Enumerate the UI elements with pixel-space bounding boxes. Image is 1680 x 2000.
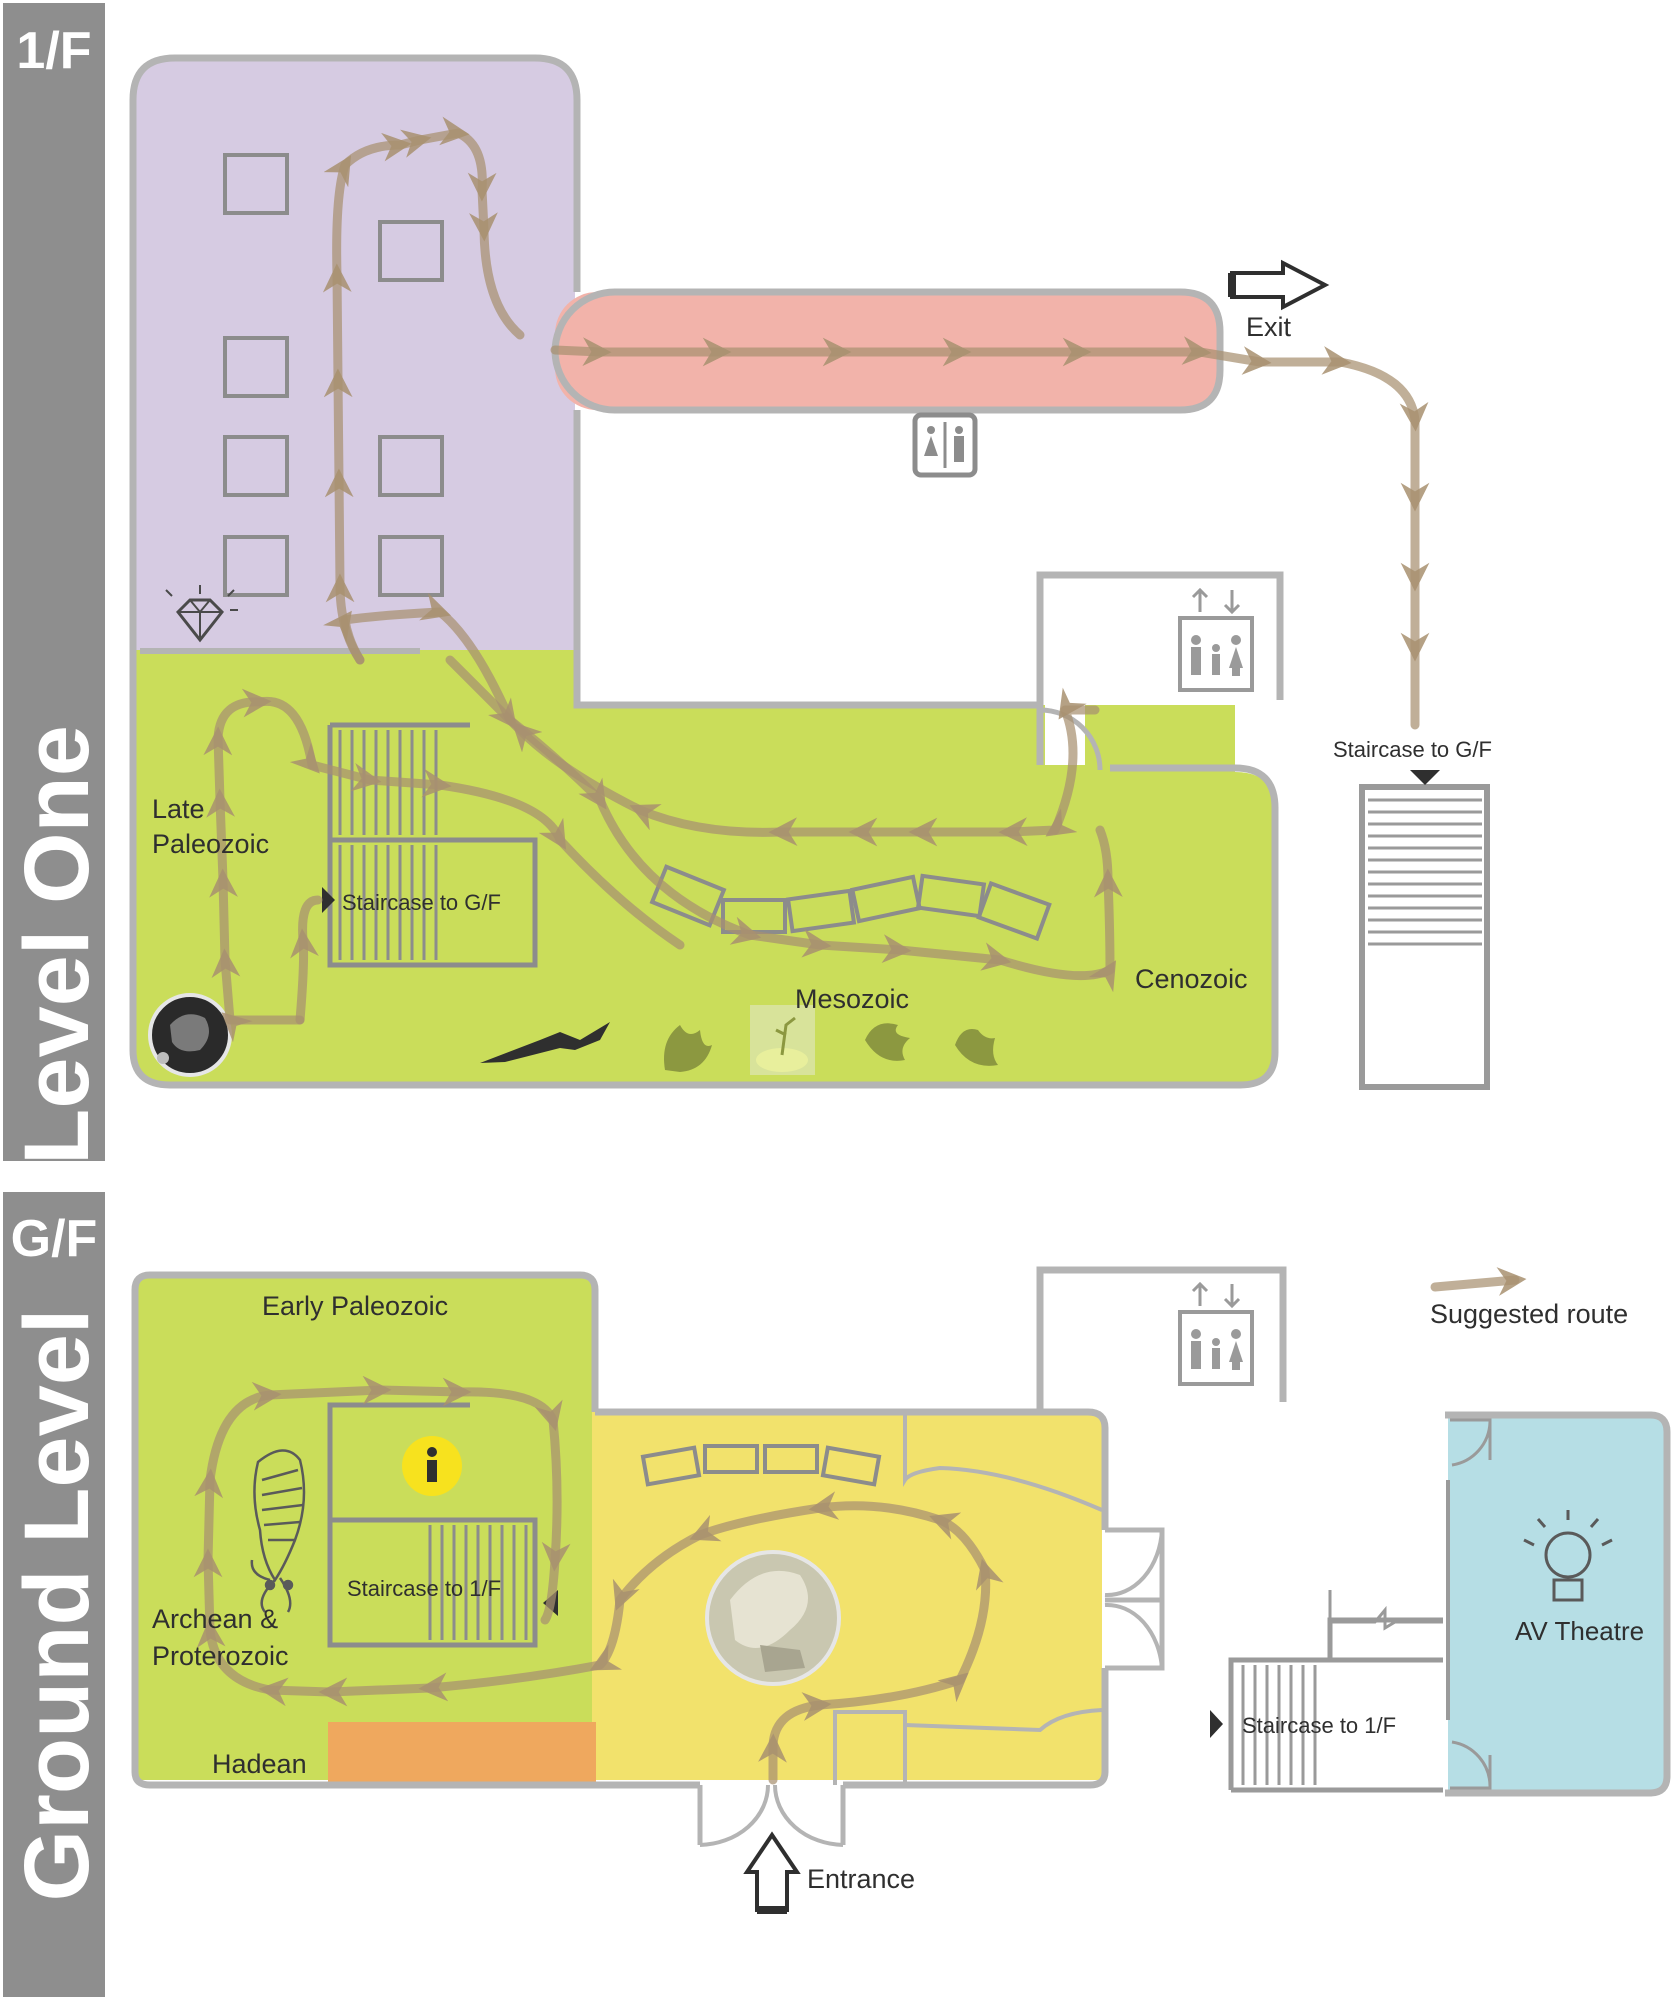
- lift-icon: [1178, 587, 1254, 692]
- level-one-plan: Late Paleozoic Mesozoic Cenozoic Stairca…: [129, 54, 1492, 1090]
- late-paleozoic-label-line2: Paleozoic: [152, 829, 269, 859]
- purple-gallery-zone: [133, 58, 575, 650]
- stair-marker-icon: [1210, 1710, 1223, 1738]
- staircase-outer-ground-label: Staircase to 1/F: [1242, 1713, 1396, 1738]
- exit-label: Exit: [1246, 312, 1292, 342]
- lift-icon: [1178, 1281, 1254, 1386]
- staircase-outer-ground: [1210, 1590, 1443, 1793]
- cenozoic-label: Cenozoic: [1135, 964, 1248, 994]
- legend-route-sample: [1430, 1267, 1527, 1296]
- dinosaur-egg-icon: [750, 1005, 815, 1075]
- projector-icon: [1523, 1510, 1613, 1602]
- mesozoic-label: Mesozoic: [795, 984, 909, 1014]
- archean-label-line2: Proterozoic: [152, 1641, 289, 1671]
- suggested-route-level-one: [203, 116, 1430, 1043]
- exit-arrow-icon: [1230, 259, 1330, 311]
- level-one-title: Level One: [6, 725, 108, 1165]
- toilet-icon: [912, 412, 978, 478]
- late-paleozoic-label-line1: Late: [152, 794, 205, 824]
- footprint-icon: [955, 1029, 998, 1066]
- av-theatre-label: AV Theatre: [1515, 1616, 1644, 1646]
- entrance-label: Entrance: [807, 1864, 915, 1894]
- ground-level-title: Ground Level: [6, 1309, 108, 1902]
- globe-icon: [705, 1550, 841, 1686]
- ground-level-tag: G/F: [11, 1210, 98, 1268]
- entrance-arrow-icon: [743, 1831, 801, 1912]
- fossil-photo-icon: [148, 993, 232, 1077]
- ground-level-sidebar: G/F Ground Level: [3, 1192, 108, 1997]
- level-one-sidebar: 1/F Level One: [3, 3, 108, 1165]
- footprint-icon: [865, 1023, 910, 1061]
- yellow-main-hall: [592, 1412, 1102, 1780]
- suggested-route-ground-level: [193, 1267, 1527, 1785]
- stair-marker-icon: [1410, 770, 1440, 785]
- staircase-outer-first-label: Staircase to G/F: [1333, 737, 1492, 762]
- pterosaur-icon: [480, 1022, 610, 1063]
- av-theatre-zone: [1448, 1418, 1664, 1790]
- archean-label-line1: Archean &: [152, 1604, 278, 1634]
- ground-level-plan: Early Paleozoic Archean & Proterozoic Ha…: [131, 1266, 1671, 1914]
- level-one-tag: 1/F: [16, 22, 91, 80]
- footprint-icon: [664, 1025, 712, 1072]
- staircase-inner-first-label: Staircase to G/F: [342, 890, 501, 915]
- staircase-outer-first: [1359, 770, 1490, 1090]
- staircase-inner-ground-label: Staircase to 1/F: [347, 1576, 501, 1601]
- early-paleozoic-label: Early Paleozoic: [262, 1291, 448, 1321]
- legend-label: Suggested route: [1430, 1299, 1628, 1329]
- diamond-icon: [165, 585, 238, 643]
- info-icon: [402, 1436, 462, 1496]
- hadean-label: Hadean: [212, 1749, 307, 1779]
- hadean-zone: [328, 1722, 596, 1784]
